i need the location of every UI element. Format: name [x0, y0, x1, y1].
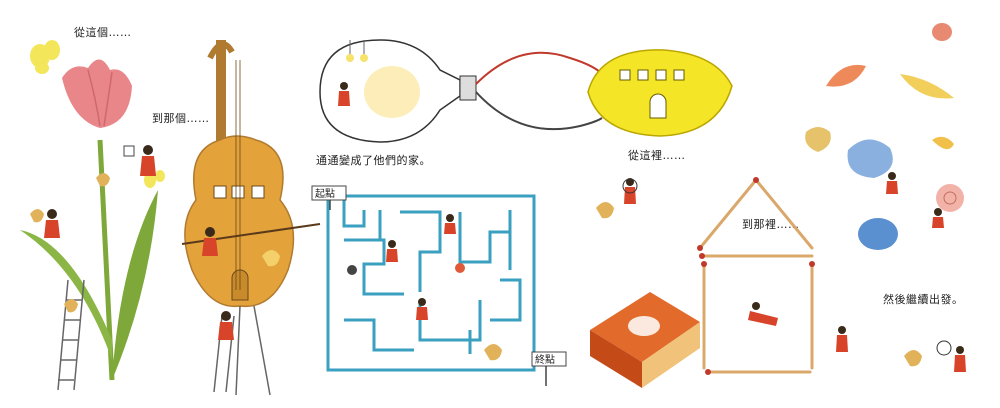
matchstick-house [698, 178, 814, 374]
squirrel-icon-6 [904, 350, 922, 367]
character-icon-11 [624, 178, 636, 204]
cello-illustration [181, 40, 321, 396]
character-icon-10 [836, 326, 848, 352]
character-icon-13 [886, 172, 898, 194]
character-icon-4 [218, 311, 234, 340]
bundle-icon [622, 178, 638, 194]
squirrel-icon-2 [30, 209, 44, 223]
character-icon-3 [202, 227, 218, 256]
character-icon-7 [416, 298, 428, 320]
lightbulb-illustration [319, 39, 477, 143]
maze-start-sign [311, 185, 347, 210]
black-wire [475, 91, 603, 131]
character-icon-8 [444, 214, 456, 234]
maze-end-label: 終點 [535, 353, 555, 366]
character-icon [140, 145, 156, 176]
lemon-illustration [587, 49, 733, 137]
butterfly-icon [30, 40, 60, 74]
character-icon-5 [338, 82, 350, 106]
character-icon-9 [748, 302, 778, 326]
character-icon-6 [386, 240, 398, 262]
caption-from-this: 從這個…… [74, 26, 132, 39]
caption-set-off: 然後繼續出發。 [883, 293, 964, 306]
cup-icon [123, 145, 135, 157]
maze-illustration [326, 194, 536, 372]
character-icon-12 [954, 346, 966, 372]
squirrel-icon-7 [262, 250, 280, 267]
caption-to-there: 到那裡…… [742, 218, 800, 231]
squirrel-icon-3 [64, 299, 78, 313]
maze-start-label: 起點 [315, 187, 335, 200]
caption-to-that: 到那個…… [152, 112, 210, 125]
red-wire [475, 51, 605, 85]
shells-illustration [805, 23, 964, 250]
squirrel-icon-5 [484, 344, 502, 361]
apple-icon [455, 263, 465, 273]
character-icon-2 [44, 209, 60, 238]
squirrel-icon [96, 173, 110, 187]
caption-from-here: 從這裡…… [628, 149, 686, 162]
caption-became-home: 通通變成了他們的家。 [316, 154, 431, 167]
tulip-illustration [20, 40, 165, 391]
squirrel-icon-4 [596, 202, 614, 219]
bundle-icon-2 [936, 340, 952, 356]
bag-icon [347, 265, 357, 275]
character-icon-14 [932, 208, 944, 228]
maze-end-sign [531, 351, 567, 386]
matchbox-illustration [590, 292, 700, 388]
